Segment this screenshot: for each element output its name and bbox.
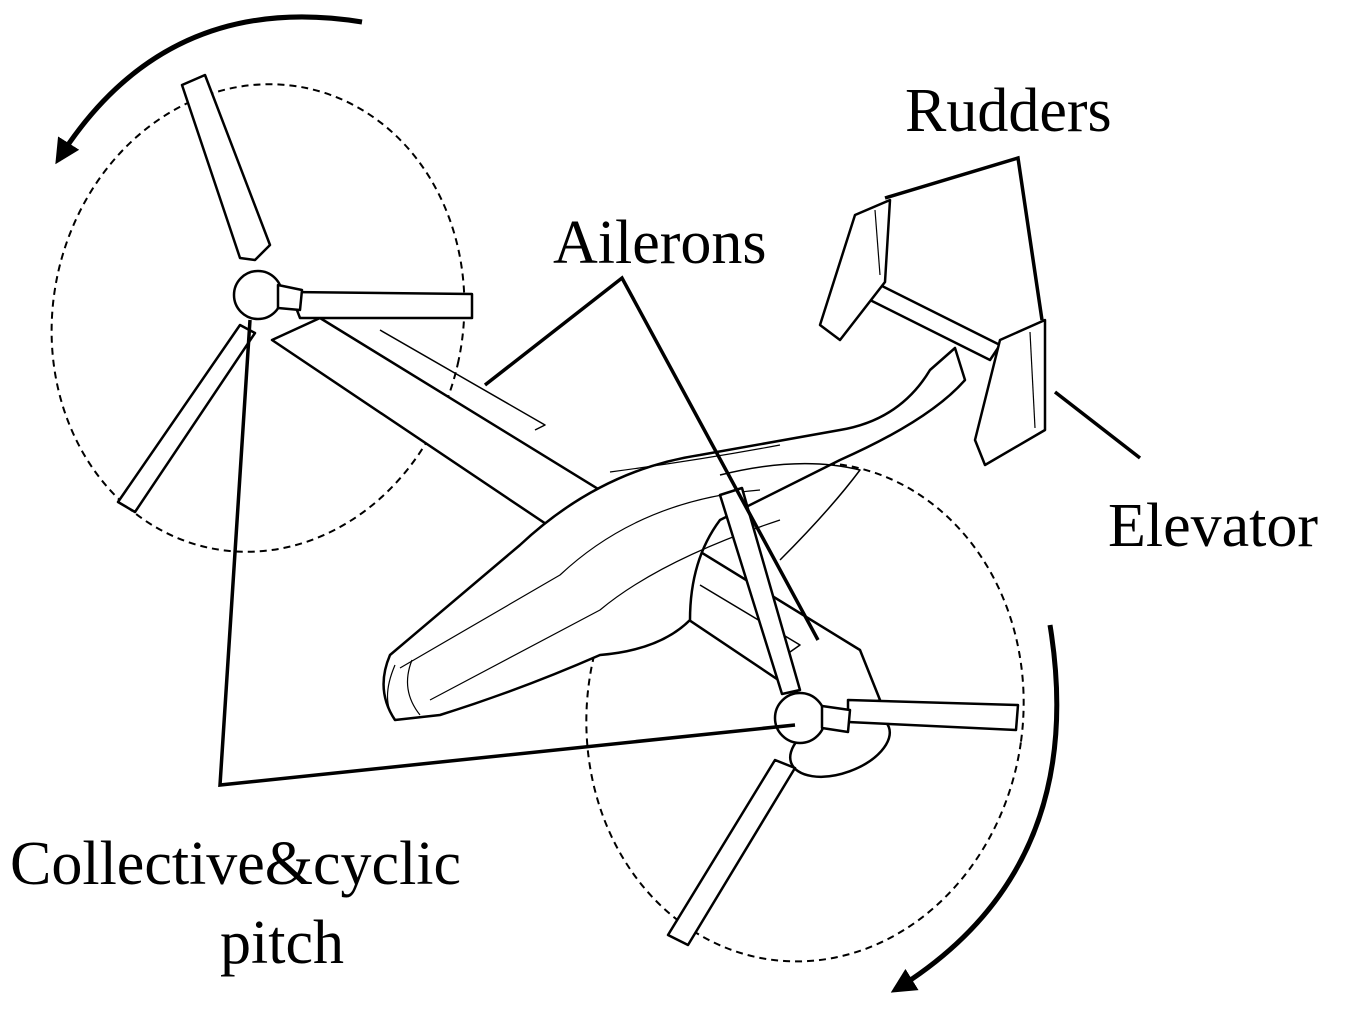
left-rudder bbox=[818, 198, 892, 342]
elevator-label: Elevator bbox=[1108, 492, 1319, 560]
collective-cyclic-label: Collective&cyclic bbox=[10, 830, 462, 898]
right-rotor bbox=[666, 486, 1020, 947]
pitch-label: pitch bbox=[220, 909, 344, 977]
right-rotor-blade-bottom bbox=[666, 758, 797, 947]
left-rotor-blade-top bbox=[180, 73, 272, 262]
left-rotation-arrow bbox=[55, 14, 363, 165]
tail bbox=[818, 198, 1047, 467]
collective-leader bbox=[218, 319, 796, 787]
left-rotor bbox=[116, 73, 474, 514]
rudders-leader bbox=[884, 155, 1044, 321]
right-rudder bbox=[973, 318, 1047, 467]
left-rotor-hub bbox=[232, 269, 284, 321]
left-rotor-disc bbox=[50, 83, 466, 553]
right-rotor-blade-top bbox=[718, 486, 802, 696]
right-rotor-disc bbox=[585, 461, 1025, 963]
rudders-label: Rudders bbox=[905, 77, 1112, 145]
elevator-leader bbox=[1053, 390, 1142, 460]
ailerons-leader bbox=[483, 275, 820, 641]
left-rotor-blade-bottom bbox=[116, 323, 257, 514]
left-rotor-blade-right bbox=[288, 290, 474, 320]
leader-lines bbox=[218, 155, 1142, 787]
right-rotation-arrow bbox=[890, 624, 1060, 993]
right-rotor-hub bbox=[773, 691, 827, 745]
ailerons-label: Ailerons bbox=[553, 209, 767, 277]
fuselage bbox=[382, 346, 967, 722]
